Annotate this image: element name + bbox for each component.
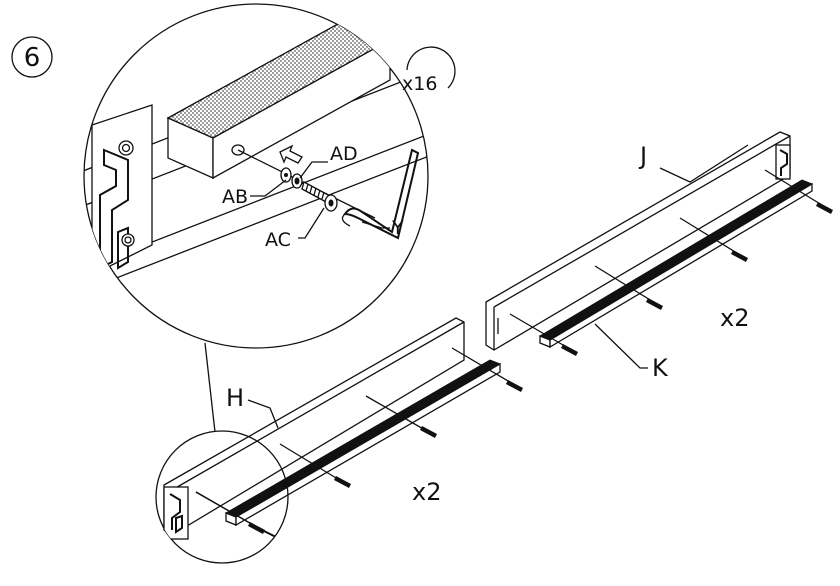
screws-k bbox=[561, 202, 833, 356]
part-label-k: K bbox=[652, 354, 669, 382]
screws-h bbox=[334, 380, 523, 488]
multiplier-right: x2 bbox=[720, 304, 749, 332]
zoom-circle bbox=[155, 430, 289, 564]
rail-block-side bbox=[212, 38, 391, 180]
right-rail-assembly bbox=[485, 131, 833, 356]
part-label-y: Y bbox=[391, 217, 404, 239]
part-label-ac: AC bbox=[265, 229, 291, 251]
left-rail-assembly bbox=[163, 317, 523, 536]
step-indicator: 6 bbox=[11, 36, 53, 78]
insert-arrow bbox=[279, 144, 303, 164]
multiplier-left: x2 bbox=[412, 478, 441, 506]
leader-y bbox=[361, 221, 390, 229]
bracket-plate bbox=[91, 104, 153, 277]
bolt-ac bbox=[301, 181, 338, 212]
detail-circle bbox=[83, 3, 429, 349]
rail-k-side bbox=[549, 182, 813, 349]
zoom-callout bbox=[155, 430, 289, 564]
leader-j bbox=[659, 144, 749, 183]
part-label-ad: AD bbox=[330, 143, 358, 165]
rail-h-side bbox=[235, 362, 501, 527]
step-number: 6 bbox=[24, 43, 41, 73]
leader-k bbox=[594, 323, 648, 369]
leader-ab bbox=[250, 179, 287, 197]
leader-ac bbox=[298, 207, 325, 239]
quantity-badge: x16 bbox=[402, 46, 456, 95]
leader-ad bbox=[299, 161, 328, 179]
step-circle bbox=[11, 36, 53, 78]
panel-h bbox=[163, 317, 465, 536]
part-label-h: H bbox=[226, 384, 244, 412]
quantity-badge-text: x16 bbox=[402, 73, 437, 95]
part-label-j: J bbox=[638, 142, 647, 170]
detail-leader-line bbox=[204, 342, 216, 433]
leader-h bbox=[247, 399, 279, 429]
allen-key-y bbox=[343, 148, 420, 240]
part-label-ab: AB bbox=[222, 186, 248, 208]
detail-callout: x16 AD AB AC Y bbox=[83, 3, 456, 349]
